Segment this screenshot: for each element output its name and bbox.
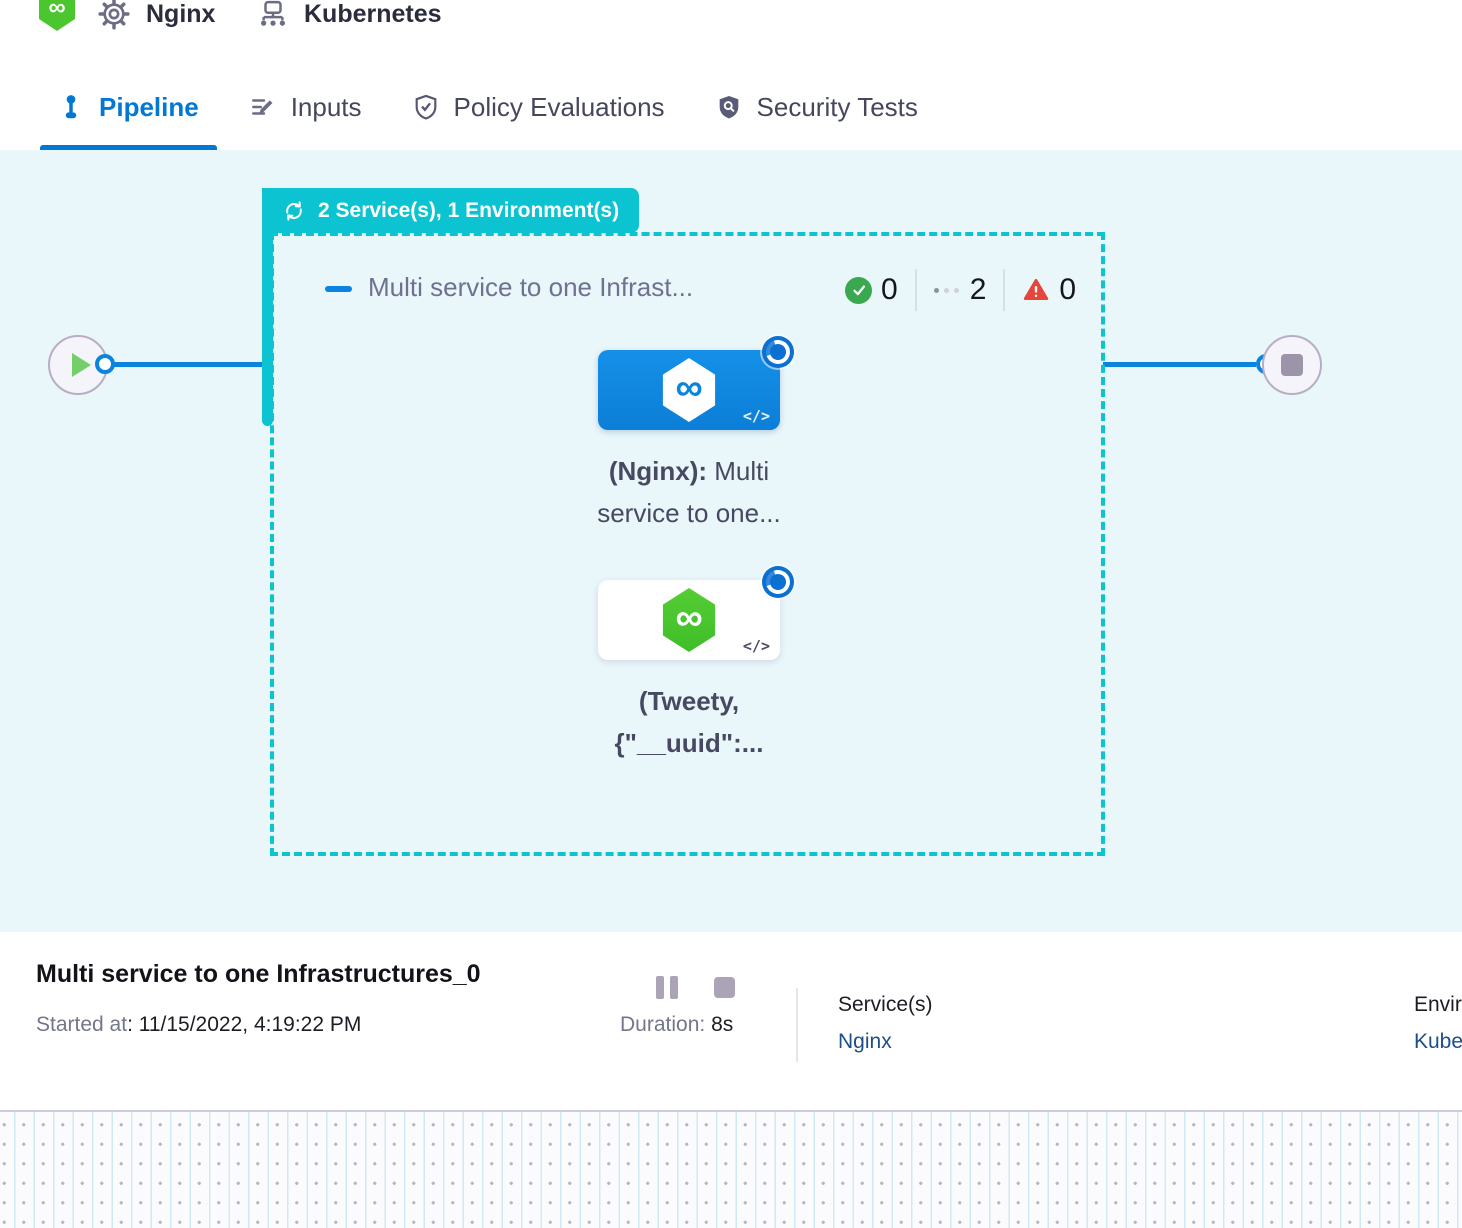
code-icon: </>	[742, 637, 770, 655]
services-label: Service(s)	[838, 993, 933, 1016]
console-canvas[interactable]	[0, 1112, 1462, 1228]
running-count: 2	[969, 273, 987, 306]
success-icon	[845, 276, 872, 304]
code-icon: </>	[742, 407, 770, 425]
service-name: Nginx	[146, 0, 216, 28]
started-at: Started at: 11/15/2022, 4:19:22 PM	[36, 1013, 361, 1037]
tab-security-tests[interactable]: Security Tests	[698, 64, 936, 150]
tab-label: Pipeline	[99, 91, 199, 122]
play-icon	[71, 353, 91, 377]
service-node-nginx[interactable]: ∞ </>	[598, 350, 780, 430]
environments-block: Environment(s) Kubernetes	[1414, 993, 1462, 1054]
sync-icon	[286, 200, 302, 221]
failed-count: 0	[1059, 273, 1077, 306]
label-line: {"__uuid":...	[614, 728, 764, 758]
status-divider	[1003, 269, 1006, 311]
shield-check-icon	[415, 94, 436, 120]
shield-search-icon	[719, 95, 738, 119]
status-divider	[914, 269, 917, 311]
inputs-icon	[251, 99, 273, 115]
duration-value: 8s	[711, 1013, 734, 1036]
duration-label: Duration:	[620, 1013, 706, 1036]
infinity-glyph: ∞	[48, 0, 66, 21]
environments-link[interactable]: Kubernetes	[1414, 1030, 1462, 1053]
tab-bar: Pipeline Inputs Policy Evaluations	[0, 64, 1462, 150]
harness-service-icon: ∞	[662, 358, 716, 422]
label-line: service to one...	[597, 498, 781, 528]
connector-line-right	[1103, 362, 1256, 367]
started-value: : 11/15/2022, 4:19:22 PM	[127, 1013, 362, 1036]
tab-pipeline[interactable]: Pipeline	[40, 64, 217, 150]
gear-icon	[98, 0, 130, 30]
execution-info-bar: Multi service to one Infrastructures_0 S…	[0, 932, 1462, 1110]
infinity-glyph: ∞	[675, 367, 703, 409]
section-divider	[0, 1110, 1462, 1112]
loading-spinner	[762, 566, 794, 598]
tab-policy-evaluations[interactable]: Policy Evaluations	[395, 64, 683, 150]
connector-line-left	[113, 362, 262, 367]
pipeline-icon	[65, 95, 77, 119]
services-block: Service(s) Nginx	[838, 993, 933, 1054]
started-label: Started at	[36, 1013, 128, 1036]
stop-icon	[1281, 354, 1303, 376]
pipeline-canvas[interactable]: 2 Service(s), 1 Environment(s) Multi ser…	[0, 150, 1462, 932]
label-line: (Tweety,	[638, 686, 740, 716]
services-link[interactable]: Nginx	[838, 1030, 892, 1053]
success-count: 0	[881, 273, 898, 306]
stage-selection-border	[270, 232, 1105, 856]
tab-label: Inputs	[290, 91, 362, 122]
environments-label: Environment(s)	[1414, 993, 1462, 1016]
tab-label: Policy Evaluations	[453, 91, 665, 122]
service-node-tweety[interactable]: ∞ </>	[598, 580, 780, 660]
tab-inputs[interactable]: Inputs	[232, 64, 380, 150]
infinity-glyph: ∞	[675, 597, 703, 639]
service-node-label-tweety[interactable]: (Tweety, {"__uuid":...	[539, 680, 839, 764]
infrastructure-name: Kubernetes	[304, 0, 442, 28]
tab-label: Security Tests	[756, 91, 918, 122]
service-chip[interactable]: Nginx	[98, 0, 215, 34]
harness-logo-icon: ∞	[39, 0, 75, 31]
loading-spinner	[762, 336, 794, 368]
execution-title: Multi service to one Infrastructures_0	[36, 960, 481, 988]
pause-button[interactable]	[656, 976, 678, 999]
kubernetes-icon	[261, 0, 285, 26]
label-line: (Nginx): Multi	[608, 456, 770, 486]
collapse-stage-button[interactable]	[325, 286, 352, 292]
stage-status-summary: 0 2 0	[845, 268, 1076, 312]
breadcrumb-bar: ∞ Nginx	[0, 0, 1462, 65]
stage-badge-tail	[262, 188, 273, 426]
stage-services-badge[interactable]: 2 Service(s), 1 Environment(s)	[262, 188, 640, 233]
harness-service-icon: ∞	[662, 588, 716, 652]
infrastructure-chip[interactable]: Kubernetes	[258, 0, 442, 34]
stage-badge-label: 2 Service(s), 1 Environment(s)	[318, 198, 620, 222]
warning-icon	[1024, 278, 1049, 301]
connector-dot-left	[95, 354, 115, 374]
running-icon	[933, 287, 959, 293]
duration: Duration: 8s	[620, 1013, 733, 1037]
footer-divider	[796, 988, 798, 1062]
service-node-label-nginx[interactable]: (Nginx): Multi service to one...	[539, 450, 839, 534]
abort-button[interactable]	[714, 977, 735, 998]
stage-title[interactable]: Multi service to one Infrast...	[368, 272, 694, 302]
end-node	[1262, 335, 1322, 395]
